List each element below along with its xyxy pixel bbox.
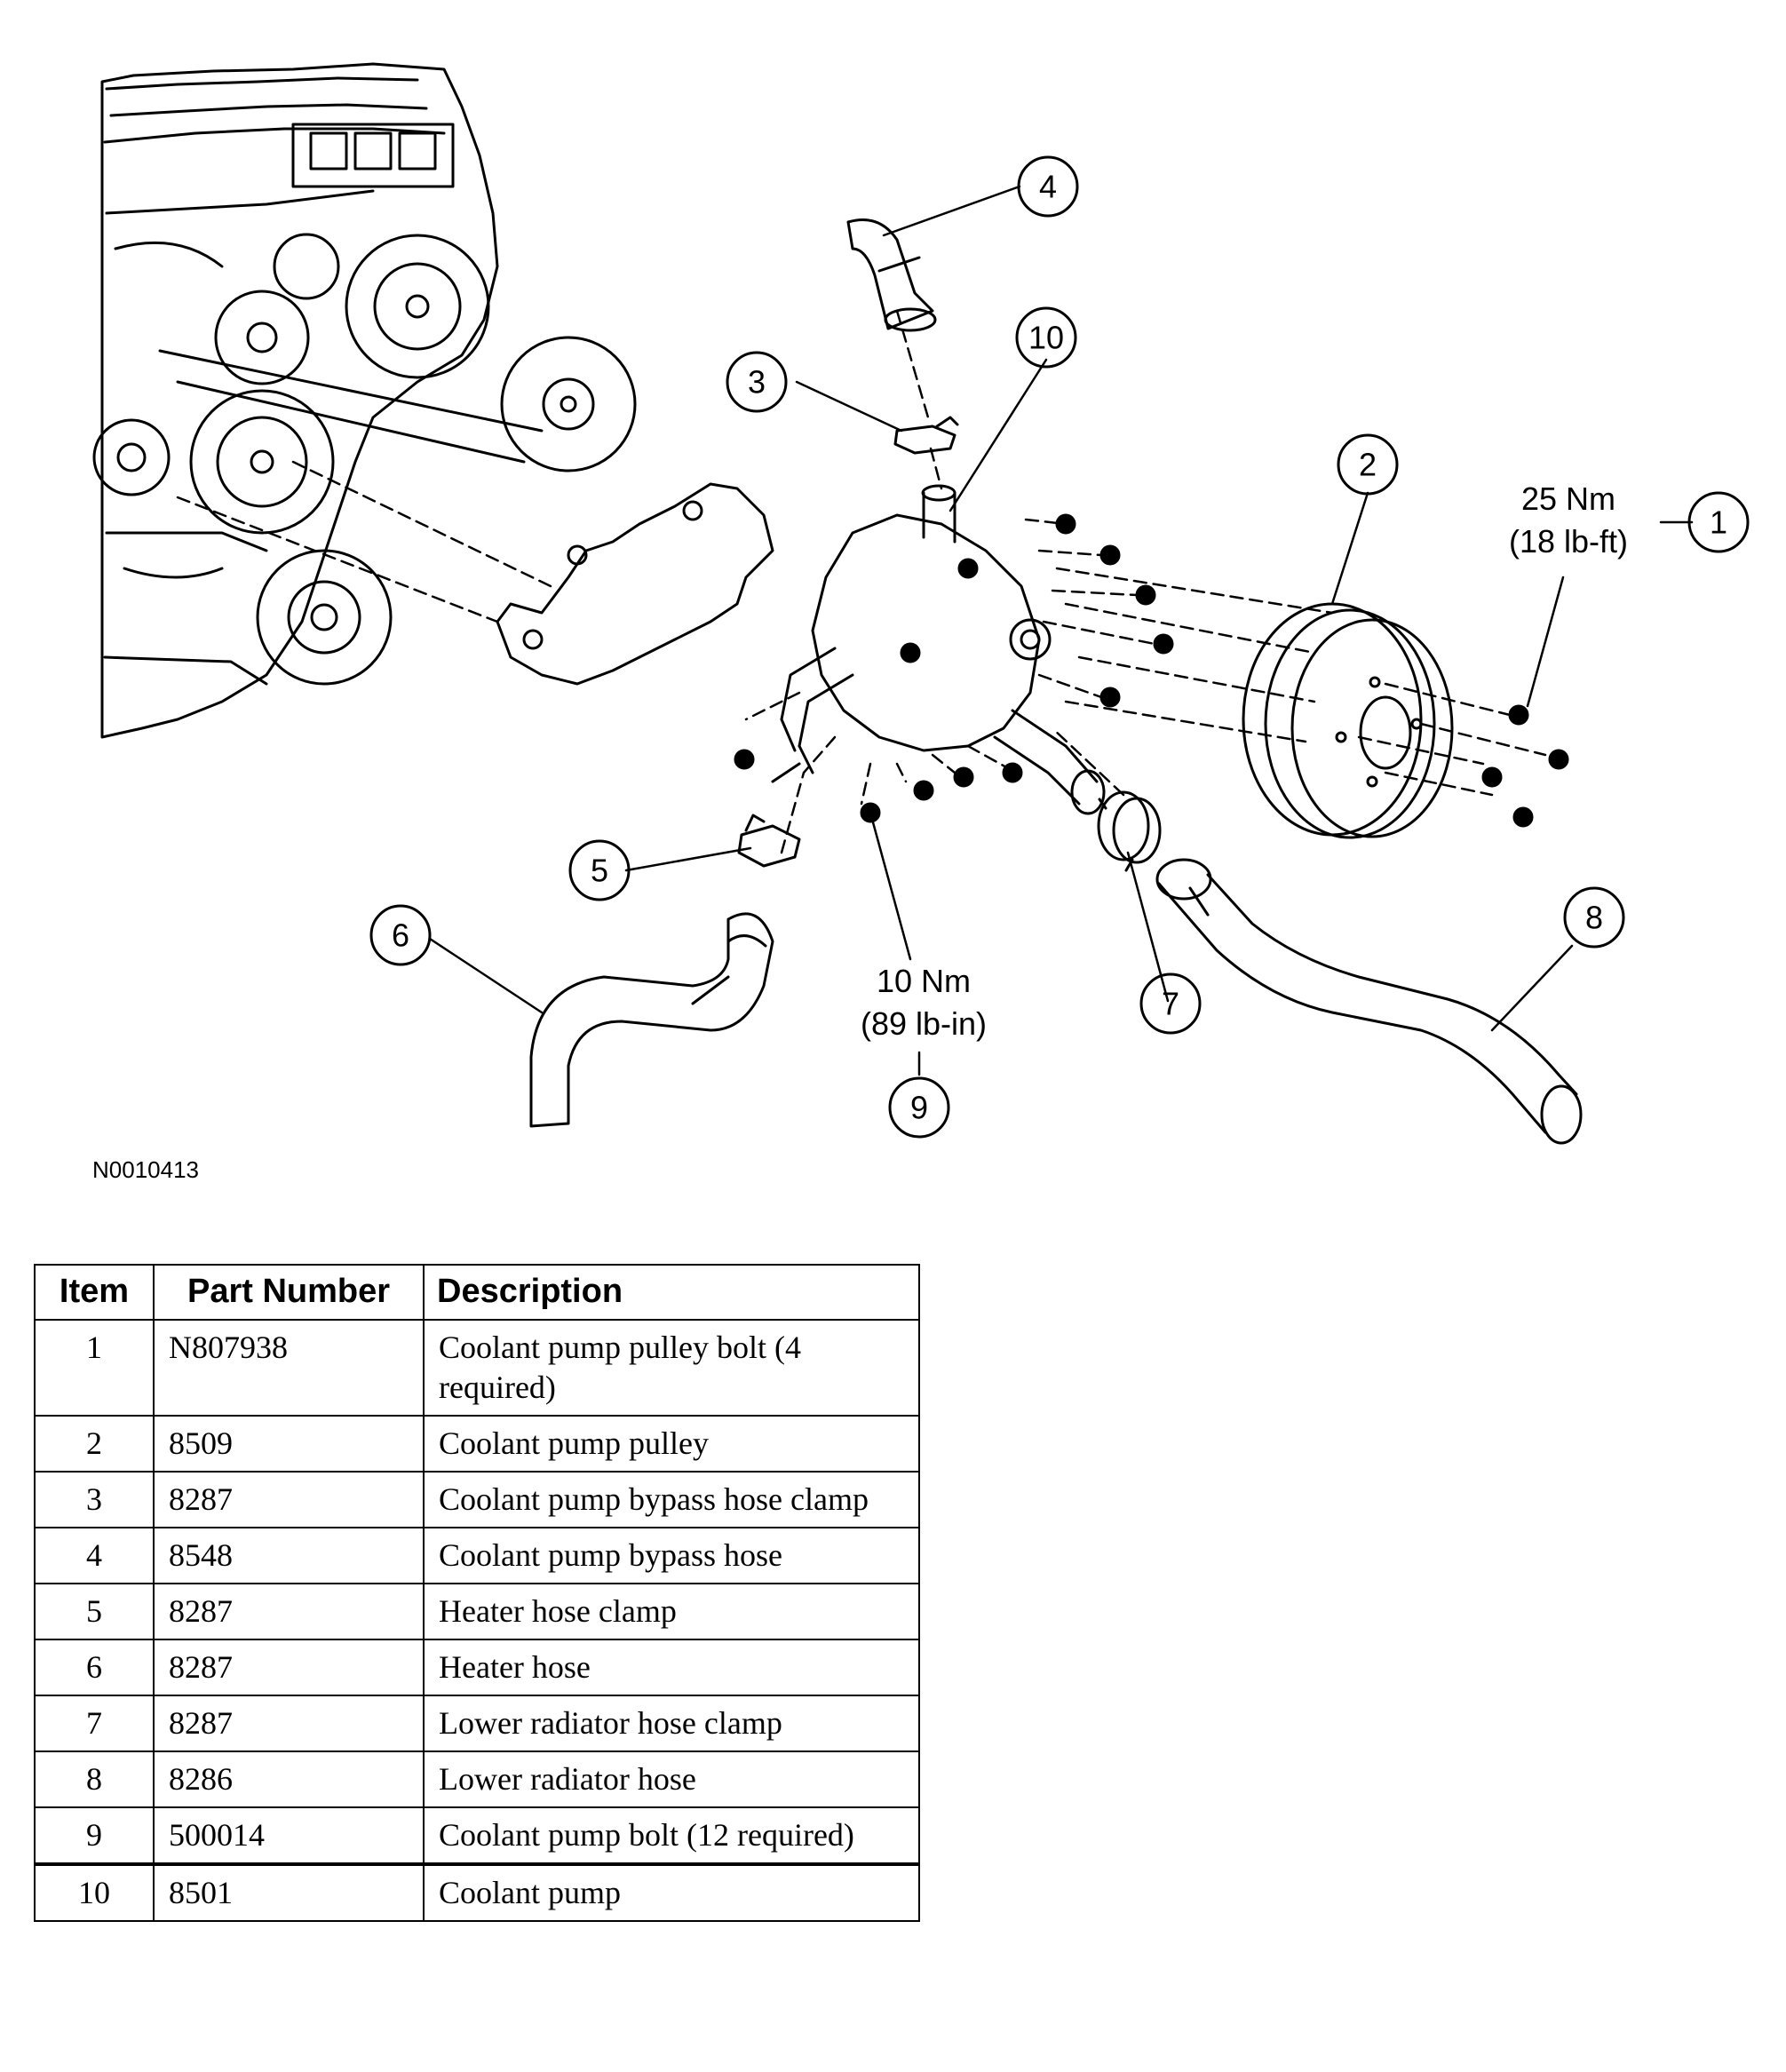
pump-bolt-torque-nm: 10 Nm bbox=[877, 963, 971, 999]
table-row: 3 8287 Coolant pump bypass hose clamp bbox=[34, 1471, 920, 1528]
pulley-bolt-torque-imperial: (18 lb-ft) bbox=[1509, 523, 1628, 560]
row-description: Heater hose bbox=[423, 1639, 920, 1696]
callout-8: 8 bbox=[1585, 900, 1603, 936]
callout-2: 2 bbox=[1359, 447, 1377, 483]
pulley-bolts bbox=[1481, 704, 1569, 828]
row-description: Heater hose clamp bbox=[423, 1583, 920, 1640]
heater-hose bbox=[529, 912, 774, 1128]
callout-9: 9 bbox=[910, 1090, 928, 1126]
table-row: 7 8287 Lower radiator hose clamp bbox=[34, 1695, 920, 1752]
row-part-number: 500014 bbox=[153, 1806, 425, 1865]
heater-hose-clamp bbox=[737, 814, 801, 868]
bypass-hose bbox=[846, 218, 937, 332]
coolant-pump-body bbox=[771, 484, 1106, 815]
header-item: Item bbox=[34, 1264, 155, 1321]
parts-table: Item Part Number Description 1 N807938 C… bbox=[34, 1264, 920, 1922]
pump-bolt-torque-imperial: (89 lb-in) bbox=[861, 1005, 987, 1042]
callout-7: 7 bbox=[1162, 986, 1179, 1022]
row-part-number: 8501 bbox=[153, 1862, 425, 1922]
row-part-number: N807938 bbox=[153, 1319, 425, 1417]
table-row: 4 8548 Coolant pump bypass hose bbox=[34, 1527, 920, 1584]
table-row: 6 8287 Heater hose bbox=[34, 1639, 920, 1696]
row-description: Lower radiator hose clamp bbox=[423, 1695, 920, 1752]
row-part-number: 8548 bbox=[153, 1527, 425, 1584]
row-description: Coolant pump pulley bolt (4 required) bbox=[423, 1319, 920, 1417]
row-description: Coolant pump bypass hose clamp bbox=[423, 1471, 920, 1528]
row-description: Lower radiator hose bbox=[423, 1750, 920, 1808]
table-row: 10 8501 Coolant pump bbox=[34, 1862, 920, 1922]
row-part-number: 8287 bbox=[153, 1471, 425, 1528]
table-row: 2 8509 Coolant pump pulley bbox=[34, 1415, 920, 1473]
coolant-pump-pulley bbox=[1242, 602, 1454, 839]
row-item: 5 bbox=[34, 1583, 155, 1640]
lower-radiator-hose bbox=[1155, 858, 1583, 1145]
row-item: 9 bbox=[34, 1806, 155, 1865]
row-item: 1 bbox=[34, 1319, 155, 1417]
row-item: 2 bbox=[34, 1415, 155, 1473]
row-part-number: 8286 bbox=[153, 1750, 425, 1808]
row-item: 7 bbox=[34, 1695, 155, 1752]
engine-illustration bbox=[92, 62, 637, 739]
callout-5: 5 bbox=[591, 853, 608, 889]
coolant-pump-gasket bbox=[496, 482, 774, 686]
table-row: 1 N807938 Coolant pump pulley bolt (4 re… bbox=[34, 1319, 920, 1417]
figure-id: N0010413 bbox=[92, 1156, 199, 1183]
table-row: 9 500014 Coolant pump bolt (12 required) bbox=[34, 1806, 920, 1865]
row-description: Coolant pump bbox=[423, 1862, 920, 1922]
row-part-number: 8509 bbox=[153, 1415, 425, 1473]
table-row: 5 8287 Heater hose clamp bbox=[34, 1583, 920, 1640]
pulley-bolt-torque-nm: 25 Nm bbox=[1521, 480, 1615, 517]
header-description: Description bbox=[423, 1264, 920, 1321]
row-description: Coolant pump pulley bbox=[423, 1415, 920, 1473]
row-item: 3 bbox=[34, 1471, 155, 1528]
callout-6: 6 bbox=[392, 917, 409, 954]
callout-3: 3 bbox=[748, 364, 766, 401]
row-description: Coolant pump bolt (12 required) bbox=[423, 1806, 920, 1865]
table-row: 8 8286 Lower radiator hose bbox=[34, 1750, 920, 1808]
callout-circles bbox=[369, 155, 1750, 1139]
exploded-view-diagram: 1 2 3 4 5 6 7 8 9 10 25 Nm (18 lb-ft) 10… bbox=[92, 62, 1750, 1145]
row-item: 8 bbox=[34, 1750, 155, 1808]
callout-10: 10 bbox=[1028, 320, 1064, 356]
callout-1: 1 bbox=[1710, 504, 1727, 541]
row-item: 4 bbox=[34, 1527, 155, 1584]
row-item: 10 bbox=[34, 1862, 155, 1922]
row-description: Coolant pump bypass hose bbox=[423, 1527, 920, 1584]
header-part-number: Part Number bbox=[153, 1264, 425, 1321]
bypass-hose-clamp bbox=[893, 416, 959, 455]
callout-4: 4 bbox=[1039, 169, 1057, 205]
table-header-row: Item Part Number Description bbox=[34, 1264, 920, 1321]
row-part-number: 8287 bbox=[153, 1639, 425, 1696]
row-item: 6 bbox=[34, 1639, 155, 1696]
row-part-number: 8287 bbox=[153, 1695, 425, 1752]
row-part-number: 8287 bbox=[153, 1583, 425, 1640]
coolant-pump-bolts bbox=[734, 513, 1174, 823]
